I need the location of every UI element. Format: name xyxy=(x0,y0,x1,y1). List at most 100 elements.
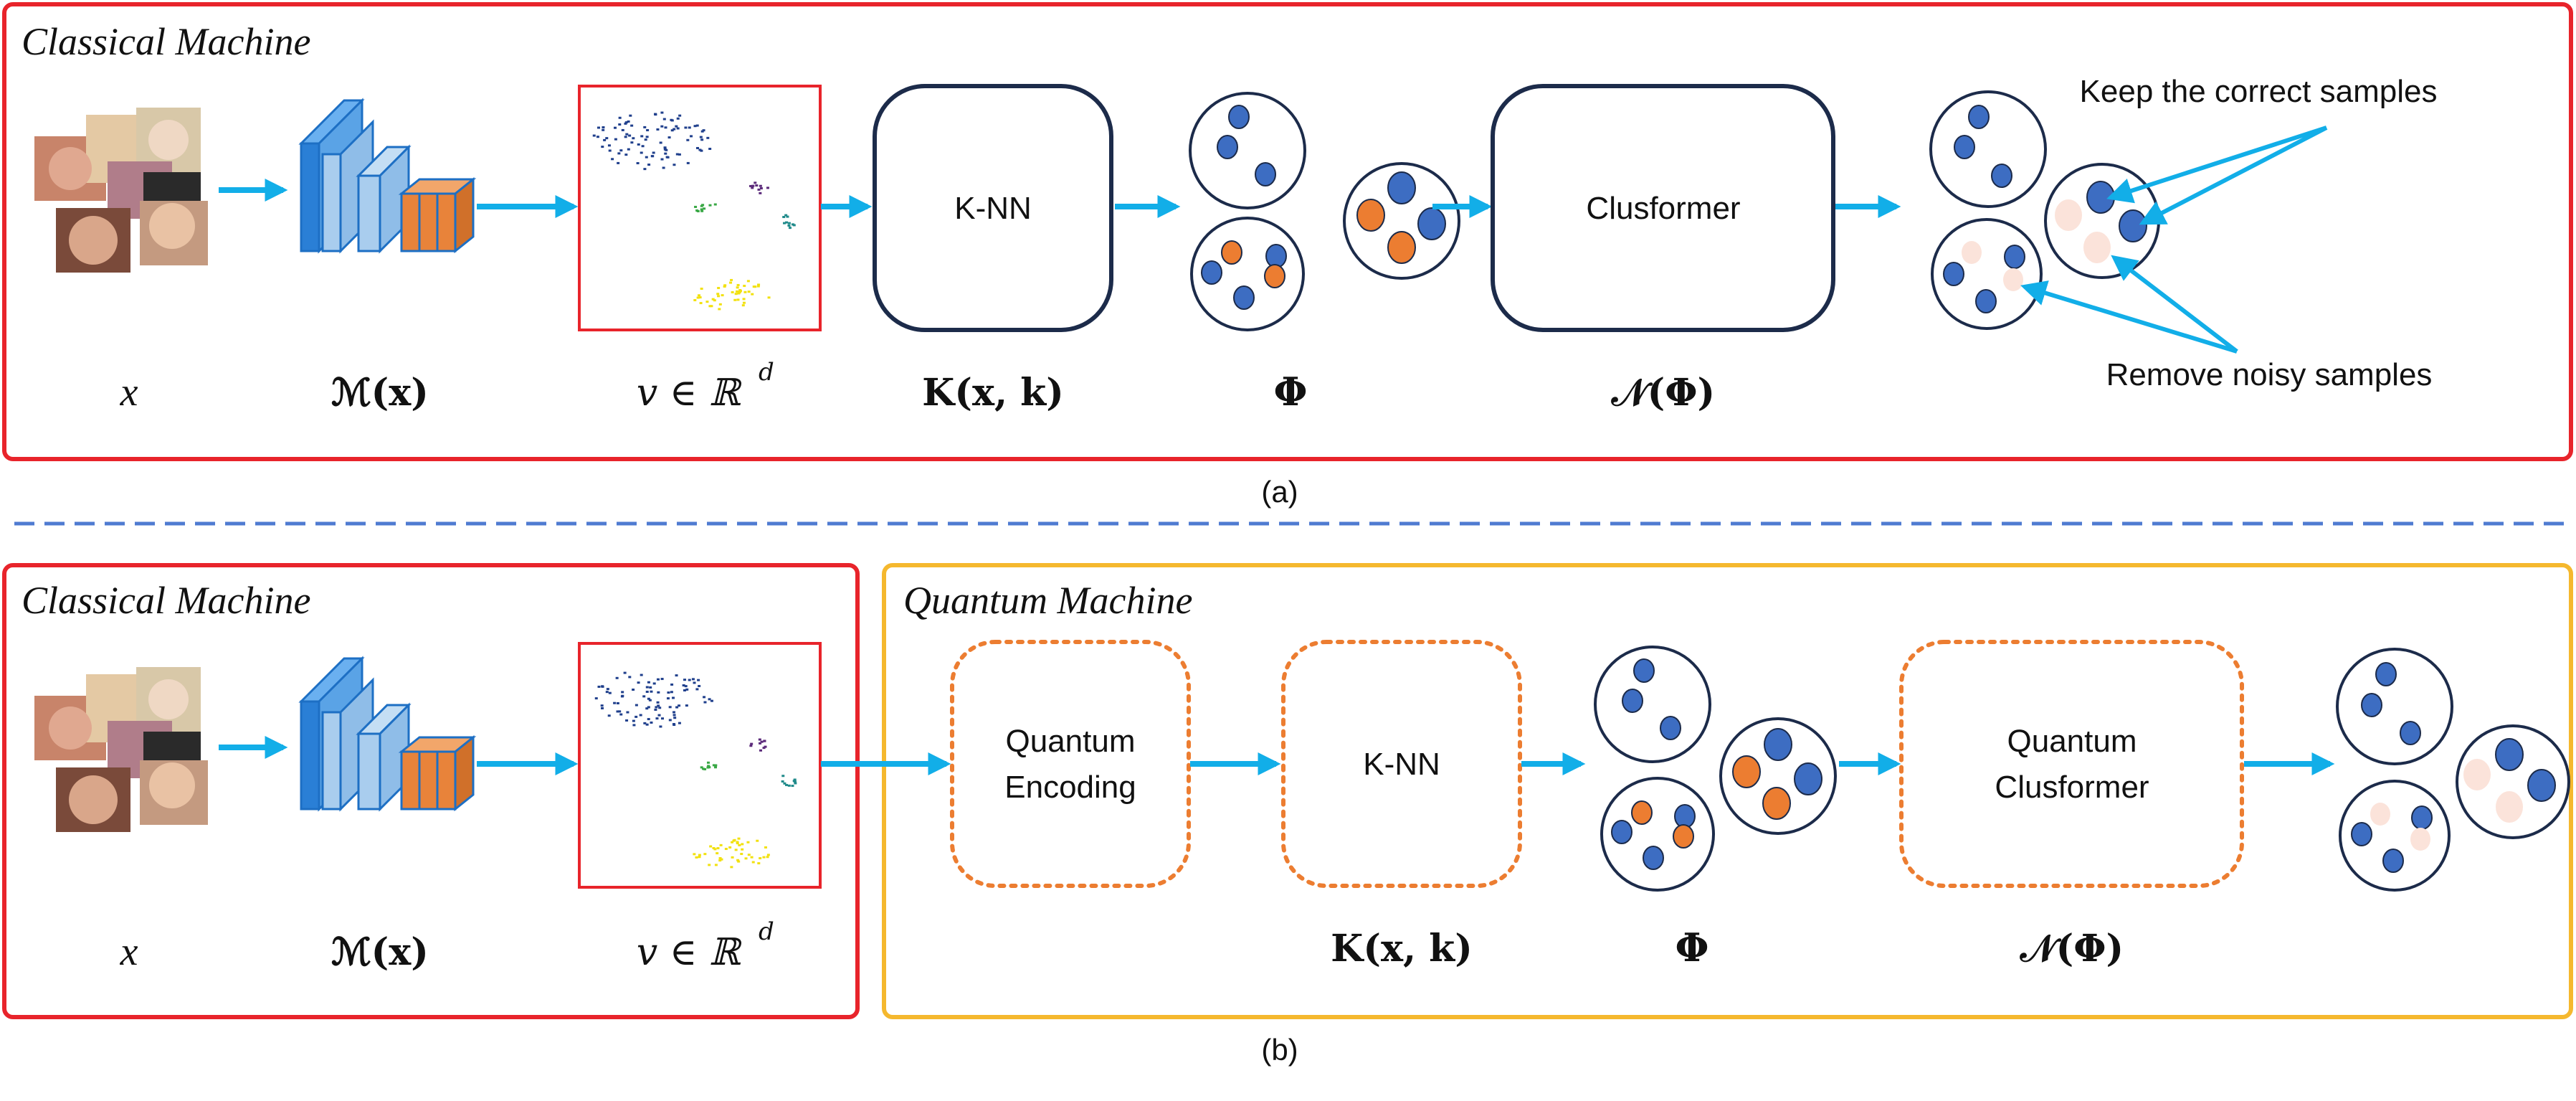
scatter-dot xyxy=(624,136,627,138)
scatter-dot xyxy=(766,186,769,189)
scatter-dot xyxy=(707,765,710,767)
scatter-dot xyxy=(764,846,767,849)
scatter-dot xyxy=(647,697,650,700)
scatter-dot xyxy=(712,764,716,767)
scatter-dot xyxy=(618,710,622,713)
scatter-dot xyxy=(708,204,712,207)
frame-title-classical-a: Classical Machine xyxy=(22,20,310,63)
scatter-dot xyxy=(757,283,761,286)
scatter-dot xyxy=(686,138,690,141)
scatter-dot xyxy=(695,146,699,149)
scatter-dot xyxy=(746,280,750,283)
scatter-dot xyxy=(618,116,622,119)
scatter-dot xyxy=(703,701,707,704)
scatter-dot xyxy=(660,678,664,681)
scatter-dot xyxy=(758,738,761,741)
scatter-dot xyxy=(759,857,762,860)
scatter-dot xyxy=(621,128,624,131)
scatter-dot xyxy=(729,281,733,284)
scatter-dot xyxy=(784,214,788,217)
scatter-dot xyxy=(706,766,710,769)
scatter-dot xyxy=(683,689,687,691)
scatter-dot xyxy=(706,761,710,764)
scatter-dot xyxy=(751,186,754,189)
scatter-dot xyxy=(759,749,763,752)
scatter-dot xyxy=(757,188,761,191)
scatter-dot xyxy=(750,856,754,859)
math-clusformer-b: 𝒩(Φ) xyxy=(2020,927,2124,970)
scatter-dot xyxy=(645,686,649,689)
scatter-dot xyxy=(736,286,739,289)
scatter-dot xyxy=(733,298,737,301)
scatter-dot xyxy=(756,285,760,288)
scatter-dot xyxy=(716,847,720,850)
scatter-dot xyxy=(782,216,786,219)
scatter-dot xyxy=(700,288,703,290)
embedding-plot-b xyxy=(578,642,822,889)
scatter-dot xyxy=(736,859,740,861)
scatter-dot xyxy=(664,152,667,155)
knn-node-a xyxy=(873,84,1113,332)
scatter-dot xyxy=(718,859,722,862)
scatter-dot xyxy=(628,676,632,679)
scatter-dot xyxy=(737,292,741,295)
scatter-dot xyxy=(672,128,676,131)
caption-a: (a) xyxy=(1261,475,1298,509)
scatter-dot xyxy=(716,293,720,296)
scatter-dot xyxy=(751,293,754,296)
scatter-dot xyxy=(597,685,601,688)
scatter-dot xyxy=(656,678,660,681)
scatter-dot xyxy=(647,681,650,684)
scatter-dot xyxy=(793,780,797,783)
scatter-dot xyxy=(714,864,718,866)
math-input-b: x xyxy=(120,930,138,974)
classical-machine-frame-b xyxy=(2,563,860,1019)
scatter-dot xyxy=(730,866,733,869)
scatter-dot xyxy=(637,681,640,684)
scatter-dot xyxy=(665,148,668,151)
scatter-dot xyxy=(760,740,764,743)
math-embedding-sup-b: d xyxy=(759,917,774,946)
remove-arrow-2 xyxy=(2020,280,2238,354)
scatter-dot xyxy=(744,857,748,860)
scatter-dot xyxy=(660,125,664,128)
math-phi-a: Φ xyxy=(1273,369,1307,415)
scatter-dot xyxy=(630,141,634,144)
scatter-dot xyxy=(601,146,604,148)
scatter-dot xyxy=(700,130,704,133)
scatter-dot xyxy=(785,221,789,224)
scatter-dot xyxy=(608,691,612,694)
scatter-dot xyxy=(703,207,706,210)
scatter-dot xyxy=(645,136,649,138)
scatter-dot xyxy=(596,136,599,138)
scatter-dot xyxy=(751,861,755,864)
scatter-dot xyxy=(672,724,676,727)
cluster-groups-b xyxy=(1594,646,1837,892)
scatter-dot xyxy=(736,298,740,301)
cluster-groups-a xyxy=(1189,92,1460,331)
scatter-dot xyxy=(657,704,660,707)
math-input-a: x xyxy=(120,370,138,415)
scatter-dot xyxy=(786,215,789,218)
scatter-dot xyxy=(678,153,681,156)
quantum-clusformer-line2: Clusformer xyxy=(1995,770,2149,805)
scatter-dot xyxy=(708,698,711,701)
scatter-dot xyxy=(749,745,753,747)
scatter-dot xyxy=(672,164,676,166)
scatter-dot xyxy=(603,138,607,141)
scatter-dot xyxy=(717,295,721,298)
scatter-dot xyxy=(741,848,744,851)
scatter-dot xyxy=(647,164,651,166)
scatter-dot xyxy=(632,724,636,727)
scatter-dot xyxy=(712,847,716,850)
scatter-dot xyxy=(659,725,662,728)
scatter-dot xyxy=(642,695,646,698)
scatter-dot xyxy=(782,222,786,225)
scatter-dot xyxy=(717,287,721,290)
scatter-dot xyxy=(658,707,662,709)
scatter-dot xyxy=(706,136,710,139)
scatter-dot xyxy=(651,155,655,158)
scatter-dot xyxy=(626,711,629,714)
scatter-dot xyxy=(688,679,691,681)
